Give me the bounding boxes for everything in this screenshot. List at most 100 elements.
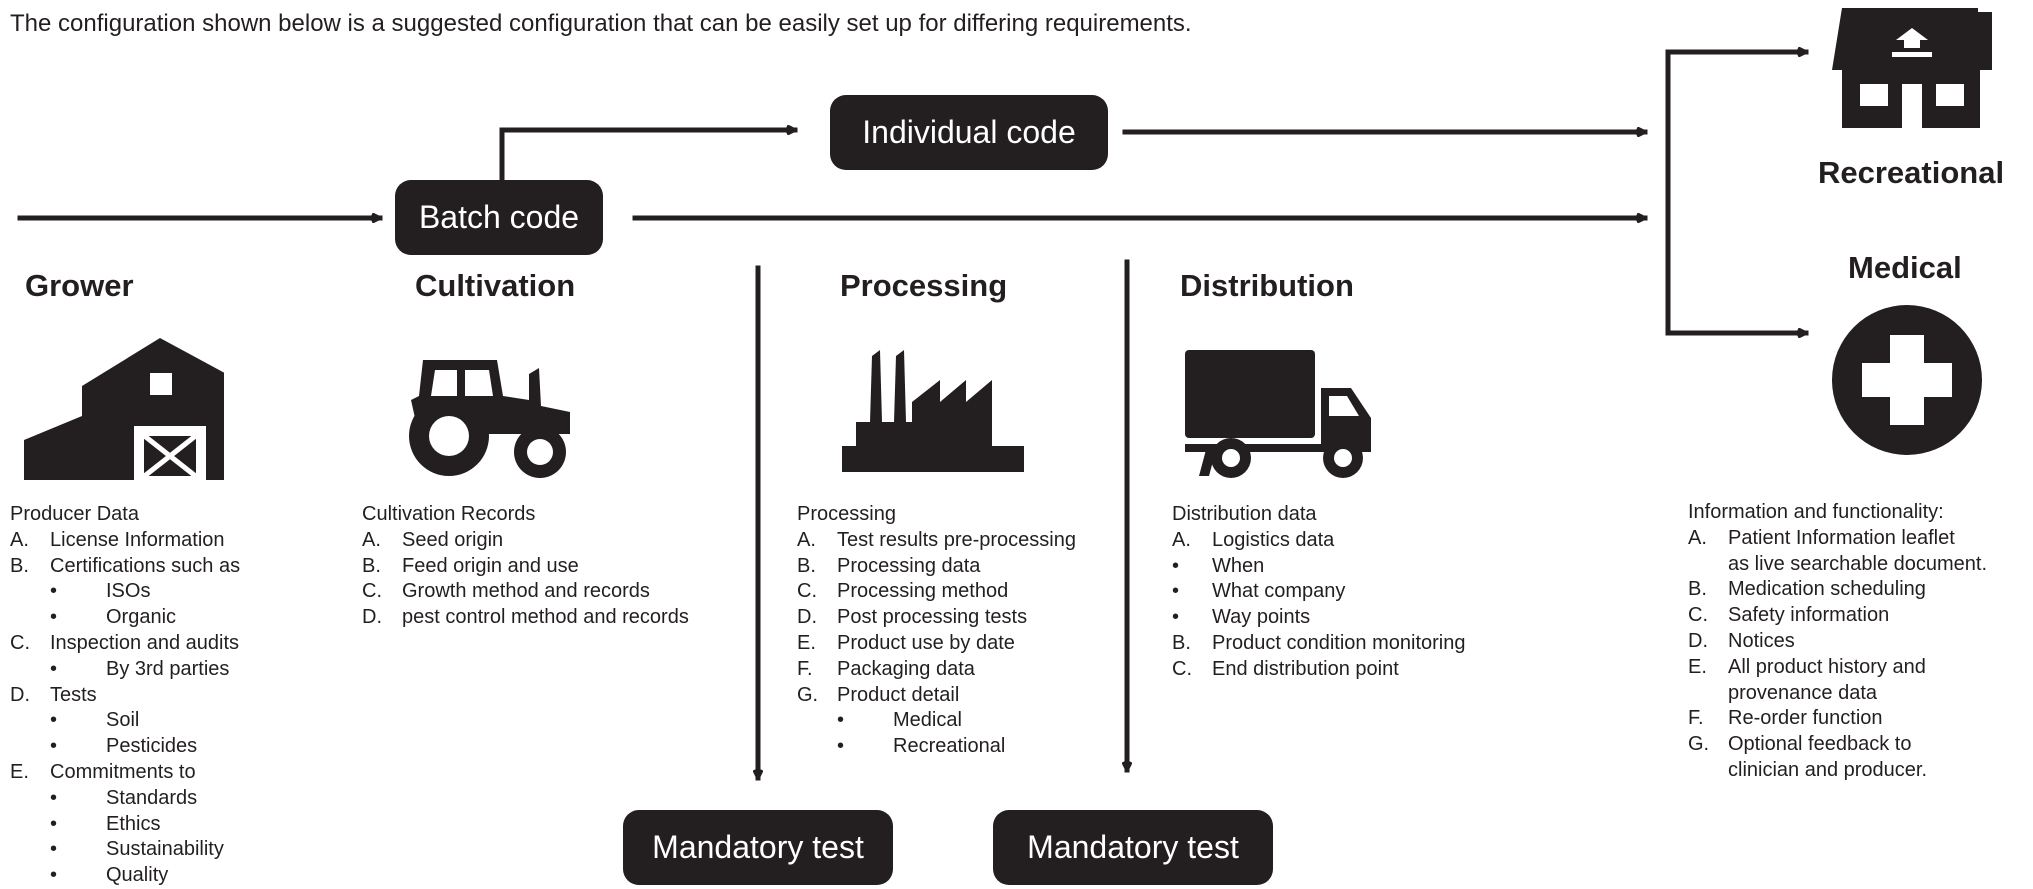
list-item: F.Re-order function xyxy=(1688,706,1987,732)
list-marker: • xyxy=(50,735,58,758)
list-item: • What company xyxy=(1172,579,1465,605)
list-item: C.Processing method xyxy=(797,579,1076,605)
list-marker: A. xyxy=(10,528,29,551)
list-item: A. Seed origin xyxy=(362,528,689,554)
list-item: G.Optional feedback to xyxy=(1688,732,1987,758)
list-item: A.Logistics data xyxy=(1172,528,1465,554)
list-item: A.License Information xyxy=(10,528,240,554)
list-item: D.Notices xyxy=(1688,629,1987,655)
list-marker: • xyxy=(50,812,58,835)
list-marker: • xyxy=(1172,554,1180,577)
list-item-text: Optional feedback to xyxy=(1728,733,1912,756)
list-item: D.Tests xyxy=(10,683,240,709)
list-item-text: Product condition monitoring xyxy=(1212,631,1466,654)
stage-heading-grower: Grower xyxy=(25,268,134,303)
medical-cross-icon xyxy=(1832,305,1982,455)
list-marker: D. xyxy=(797,606,817,629)
list-marker: B. xyxy=(797,554,816,577)
list-item-text: Way points xyxy=(1212,606,1311,629)
list-marker: • xyxy=(837,735,845,758)
list-item: C.End distribution point xyxy=(1172,657,1465,683)
list-title: Producer Data xyxy=(10,503,139,525)
list-item: E.All product history and xyxy=(1688,655,1987,681)
list-consumer: Information and functionality:A.Patient … xyxy=(1688,500,1987,784)
list-item-text: Product use by date xyxy=(837,631,1015,654)
list-item-text: Recreational xyxy=(893,735,1006,758)
list-item-text: Pesticides xyxy=(106,735,198,758)
list-marker: D. xyxy=(10,683,30,706)
list-marker: D. xyxy=(1688,629,1708,652)
list-marker: • xyxy=(1172,606,1180,629)
list-item: provenance data xyxy=(1688,681,1987,707)
list-marker: G. xyxy=(797,683,819,706)
list-item: •Sustainability xyxy=(10,837,240,863)
list-marker: • xyxy=(50,786,58,809)
list-item: • Ethics xyxy=(10,812,240,838)
branch-line xyxy=(1665,49,1805,336)
mandatory-test-box-distribution: Mandatory test xyxy=(993,810,1273,885)
list-item-text: Post processing tests xyxy=(837,606,1028,629)
list-item: B.Processing data xyxy=(797,554,1076,580)
list-marker: C. xyxy=(1688,604,1708,627)
stage-heading-medical: Medical xyxy=(1848,250,1962,285)
list-item-text: What company xyxy=(1212,580,1346,603)
list-item-text: Safety information xyxy=(1728,604,1890,627)
list-item: E. Product use by date xyxy=(797,631,1076,657)
list-marker: • xyxy=(50,709,58,732)
list-item: •When xyxy=(1172,554,1465,580)
list-item: • Pesticides xyxy=(10,734,240,760)
list-item-text: clinician and producer. xyxy=(1728,758,1928,781)
list-marker: A. xyxy=(1688,526,1707,549)
list-item-text: Packaging data xyxy=(837,657,975,680)
list-item: • Recreational xyxy=(797,734,1076,760)
list-item: D. Post processing tests xyxy=(797,605,1076,631)
list-marker: • xyxy=(837,709,845,732)
mandatory-test-box-processing: Mandatory test xyxy=(623,810,893,885)
list-item: G.Product detail xyxy=(797,683,1076,709)
factory-icon xyxy=(842,350,1024,472)
list-item: A.Test results pre-processing xyxy=(797,528,1076,554)
list-item: • Way points xyxy=(1172,605,1465,631)
list-item-text: Seed origin xyxy=(402,528,504,551)
list-marker: E. xyxy=(797,631,816,654)
list-marker: C. xyxy=(10,631,30,654)
list-item-text: Test results pre-processing xyxy=(837,528,1076,551)
list-item-text: pest control method and records xyxy=(402,606,689,629)
list-item: C. Growth method and records xyxy=(362,579,689,605)
list-item-text: Standards xyxy=(106,786,198,809)
list-item: E.Commitments to xyxy=(10,760,240,786)
barn-icon xyxy=(24,338,224,480)
list-item-text: Growth method and records xyxy=(402,580,650,603)
list-item-text: Ethics xyxy=(106,812,161,835)
list-item: B.Certifications such as xyxy=(10,554,240,580)
list-marker: • xyxy=(50,580,58,603)
individual-code-box: Individual code xyxy=(830,95,1108,170)
list-item-text: Patient Information leaflet xyxy=(1728,526,1955,549)
list-item-text: Soil xyxy=(106,709,140,732)
list-marker: B. xyxy=(362,554,381,577)
list-item: •By 3rd parties xyxy=(10,657,240,683)
list-marker: A. xyxy=(362,528,381,551)
list-marker: C. xyxy=(1172,657,1192,680)
list-marker: • xyxy=(50,606,58,629)
list-item: F. Packaging data xyxy=(797,657,1076,683)
list-item-text: Medical xyxy=(893,709,962,732)
list-marker: • xyxy=(1172,580,1180,603)
list-item-text: Logistics data xyxy=(1212,528,1335,551)
list-marker: B. xyxy=(1172,631,1191,654)
list-item: C.Inspection and audits xyxy=(10,631,240,657)
list-item: A. Patient Information leaflet xyxy=(1688,526,1987,552)
stage-heading-processing: Processing xyxy=(840,268,1008,303)
list-item: B. Product condition monitoring xyxy=(1172,631,1465,657)
list-title: Cultivation Records xyxy=(362,503,536,525)
list-item-text: Re-order function xyxy=(1728,707,1883,730)
list-marker: B. xyxy=(1688,578,1707,601)
list-item-text: All product history and xyxy=(1728,655,1926,678)
list-item-text: Organic xyxy=(106,606,177,629)
list-item-text: Processing method xyxy=(837,580,1009,603)
stage-heading-recreational: Recreational xyxy=(1818,155,2005,190)
list-marker: F. xyxy=(797,657,813,680)
list-item: as live searchable document. xyxy=(1688,552,1987,578)
list-marker: C. xyxy=(362,580,382,603)
